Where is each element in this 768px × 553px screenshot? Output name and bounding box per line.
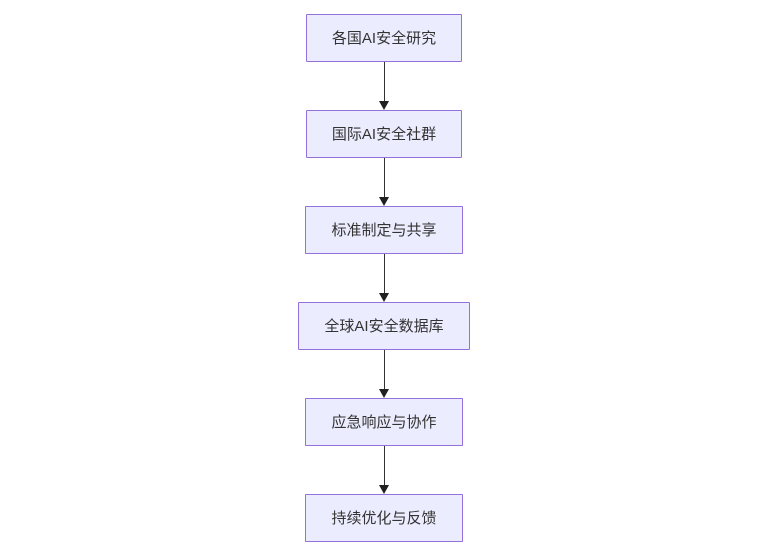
- flow-node-label: 全球AI安全数据库: [324, 317, 444, 335]
- flow-node-label: 应急响应与协作: [331, 413, 437, 431]
- flow-edge-4-5: [379, 350, 389, 398]
- flow-node-5: 应急响应与协作: [305, 398, 463, 446]
- flow-node-1: 各国AI安全研究: [305, 14, 463, 62]
- arrow-line: [383, 446, 385, 485]
- arrow-down-icon: [379, 197, 389, 206]
- flow-node-label: 各国AI安全研究: [331, 29, 437, 47]
- flow-edge-1-2: [379, 62, 389, 110]
- flow-edge-3-4: [379, 254, 389, 302]
- flow-node-label: 标准制定与共享: [331, 221, 437, 239]
- flow-node-2: 国际AI安全社群: [305, 110, 463, 158]
- flow-node-6: 持续优化与反馈: [305, 494, 463, 542]
- arrow-down-icon: [379, 293, 389, 302]
- arrow-down-icon: [379, 485, 389, 494]
- arrow-down-icon: [379, 101, 389, 110]
- arrow-down-icon: [379, 389, 389, 398]
- flow-edge-5-6: [379, 446, 389, 494]
- flow-node-label: 国际AI安全社群: [331, 125, 437, 143]
- flow-node-3: 标准制定与共享: [305, 206, 463, 254]
- arrow-line: [383, 254, 385, 293]
- arrow-line: [383, 158, 385, 197]
- flow-node-4: 全球AI安全数据库: [298, 302, 470, 350]
- flow-node-label: 持续优化与反馈: [331, 509, 437, 527]
- flow-edge-2-3: [379, 158, 389, 206]
- arrow-line: [383, 350, 385, 389]
- arrow-line: [383, 62, 385, 101]
